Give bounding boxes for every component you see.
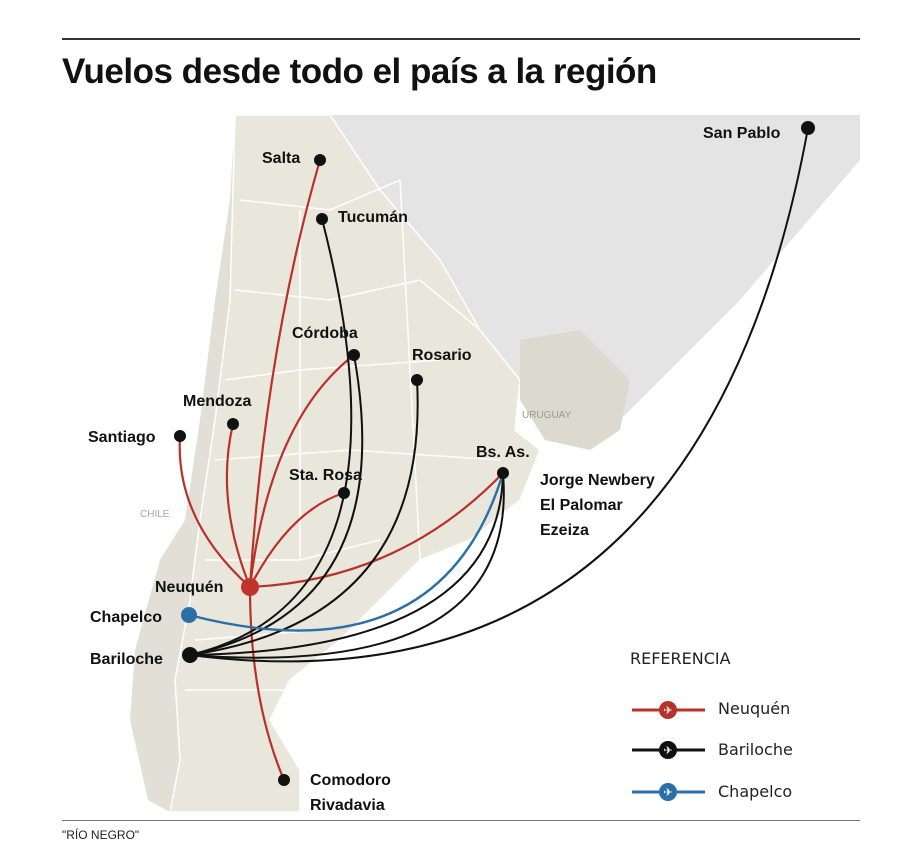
route-neuquen-starosa (249, 491, 345, 588)
starosa-label: Sta. Rosa (289, 467, 362, 484)
mendoza-dot (227, 418, 239, 430)
neuquen-dot (241, 578, 259, 596)
route-neuquen-bsas (249, 472, 504, 589)
route-neuquen-salta (248, 159, 322, 588)
comodoro-label-1: Comodoro (310, 772, 391, 789)
city-dots (174, 121, 815, 786)
bariloche-dot (182, 647, 198, 663)
svg-text:✈: ✈ (663, 745, 672, 757)
sanpablo-dot (801, 121, 815, 135)
legend-label: Chapelco (718, 782, 792, 801)
bariloche-routes (189, 127, 809, 663)
route-neuquen-mendoza (225, 423, 252, 588)
santiago-label: Santiago (88, 429, 156, 446)
santiago-dot (174, 430, 186, 442)
uruguay-land (520, 330, 630, 450)
chapelco-label: Chapelco (90, 609, 162, 626)
route-neuquen-comodoro (248, 586, 286, 781)
neuquen-routes (178, 159, 504, 781)
sanpablo-label: San Pablo (703, 125, 781, 142)
route-chapelco-bsas (188, 472, 505, 632)
starosa-dot (338, 487, 350, 499)
tucuman-dot (316, 213, 328, 225)
page-title: Vuelos desde todo el país a la región (62, 52, 657, 91)
tucuman-label: Tucumán (338, 209, 408, 226)
brazil-region (330, 115, 860, 450)
legend-label: Neuquén (718, 699, 790, 718)
mendoza-label: Mendoza (183, 393, 252, 410)
top-rule (62, 38, 860, 40)
plane-icon (659, 783, 677, 801)
legend-item-neuquen: ✈ Neuquén (632, 699, 790, 719)
bsas-airport-3: Ezeiza (540, 522, 589, 539)
chapelco-dot (181, 607, 197, 623)
bsas-airport-2: El Palomar (540, 497, 623, 514)
rosario-dot (411, 374, 423, 386)
plane-icon (659, 701, 677, 719)
comodoro-dot (278, 774, 290, 786)
bsas-label: Bs. As. (476, 444, 530, 461)
rosario-label: Rosario (412, 347, 472, 364)
route-neuquen-santiago (178, 435, 251, 588)
bottom-rule (62, 820, 860, 821)
chile-land (130, 115, 250, 812)
svg-text:✈: ✈ (663, 787, 672, 799)
route-bariloche-tucuman (189, 218, 353, 656)
legend: REFERENCIA ✈ Neuquén ✈ Bariloche ✈ Chape… (630, 649, 793, 801)
chile-label: CHILE (140, 509, 170, 520)
uruguay-label: URUGUAY (522, 410, 572, 421)
bsas-dot (497, 467, 509, 479)
footnote: "RÍO NEGRO" (62, 828, 140, 842)
cordoba-dot (348, 349, 360, 361)
route-neuquen-cordoba (248, 354, 355, 588)
bsas-airport-1: Jorge Newbery (540, 472, 655, 489)
route-bariloche-bsas-1 (189, 472, 504, 656)
comodoro-label-2: Rivadavia (310, 797, 385, 814)
plane-icon (659, 741, 677, 759)
route-bariloche-sanpablo (189, 127, 809, 663)
legend-item-chapelco: ✈ Chapelco (632, 782, 792, 801)
salta-label: Salta (262, 150, 300, 167)
route-bariloche-rosario (189, 379, 419, 656)
legend-title: REFERENCIA (630, 649, 731, 668)
bariloche-label: Bariloche (90, 651, 163, 668)
neuquen-label: Neuquén (155, 579, 223, 596)
legend-item-bariloche: ✈ Bariloche (632, 740, 793, 759)
svg-text:✈: ✈ (663, 705, 672, 717)
cordoba-label: Córdoba (292, 325, 358, 342)
legend-label: Bariloche (718, 740, 793, 759)
route-bariloche-cordoba (189, 354, 364, 656)
salta-dot (314, 154, 326, 166)
route-bariloche-bsas-2 (189, 472, 505, 659)
